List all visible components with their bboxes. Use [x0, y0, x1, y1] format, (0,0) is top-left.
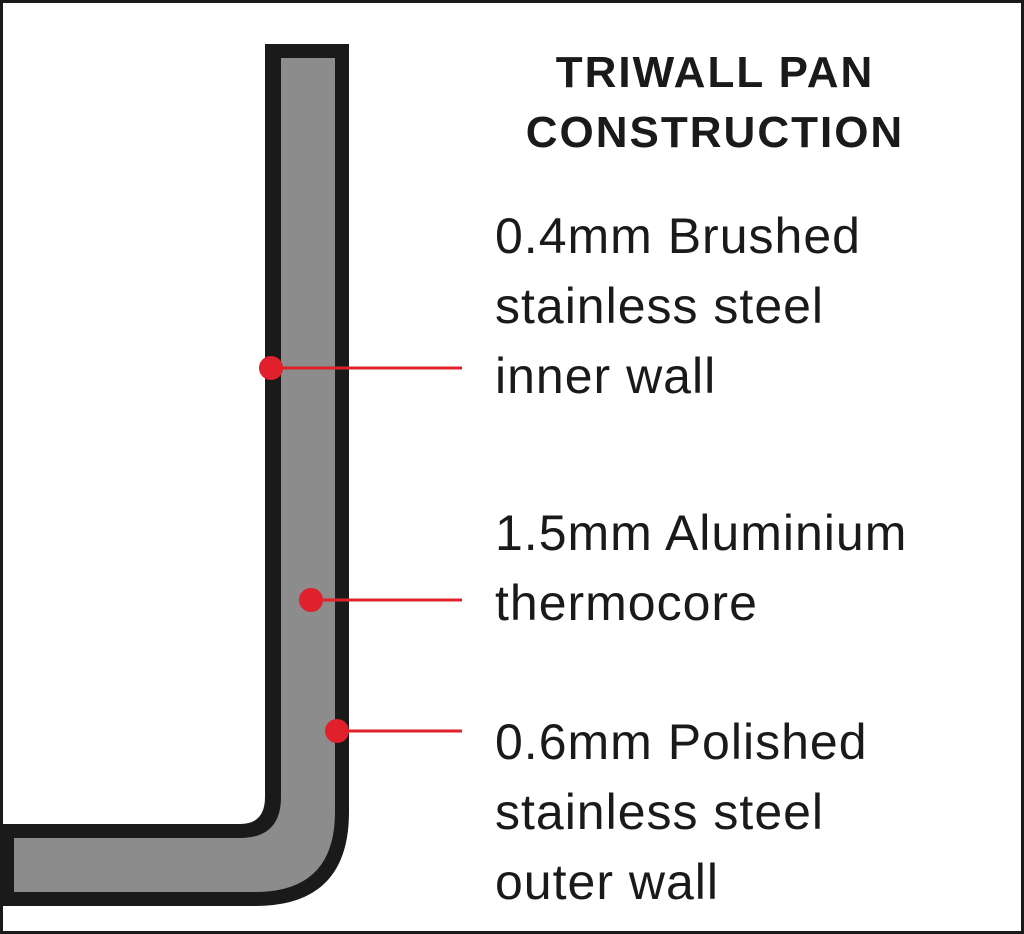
outer-wall-label-line-2: stainless steel [495, 784, 825, 840]
inner-wall-label-line-2: stainless steel [495, 278, 825, 334]
aluminium-core [14, 58, 335, 892]
core-label-line-2: thermocore [495, 575, 758, 631]
inner-wall-label: 0.4mm Brushed stainless steel inner wall [495, 201, 861, 411]
outer-wall-label-line-3: outer wall [495, 854, 719, 910]
core-label-line-1: 1.5mm Aluminium [495, 505, 908, 561]
inner-wall-label-line-1: 0.4mm Brushed [495, 208, 861, 264]
core-label: 1.5mm Aluminium thermocore [495, 498, 907, 638]
outer-wall-label-line-1: 0.6mm Polished [495, 714, 868, 770]
outer-wall-label: 0.6mm Polished stainless steel outer wal… [495, 707, 868, 917]
outer-wall-marker [325, 719, 349, 743]
diagram-title-line-1: TRIWALL PAN [555, 48, 875, 97]
diagram-title-line-2: CONSTRUCTION [525, 108, 905, 157]
inner-wall-label-line-3: inner wall [495, 348, 717, 404]
core-marker [299, 588, 323, 612]
inner-wall-marker [259, 356, 283, 380]
